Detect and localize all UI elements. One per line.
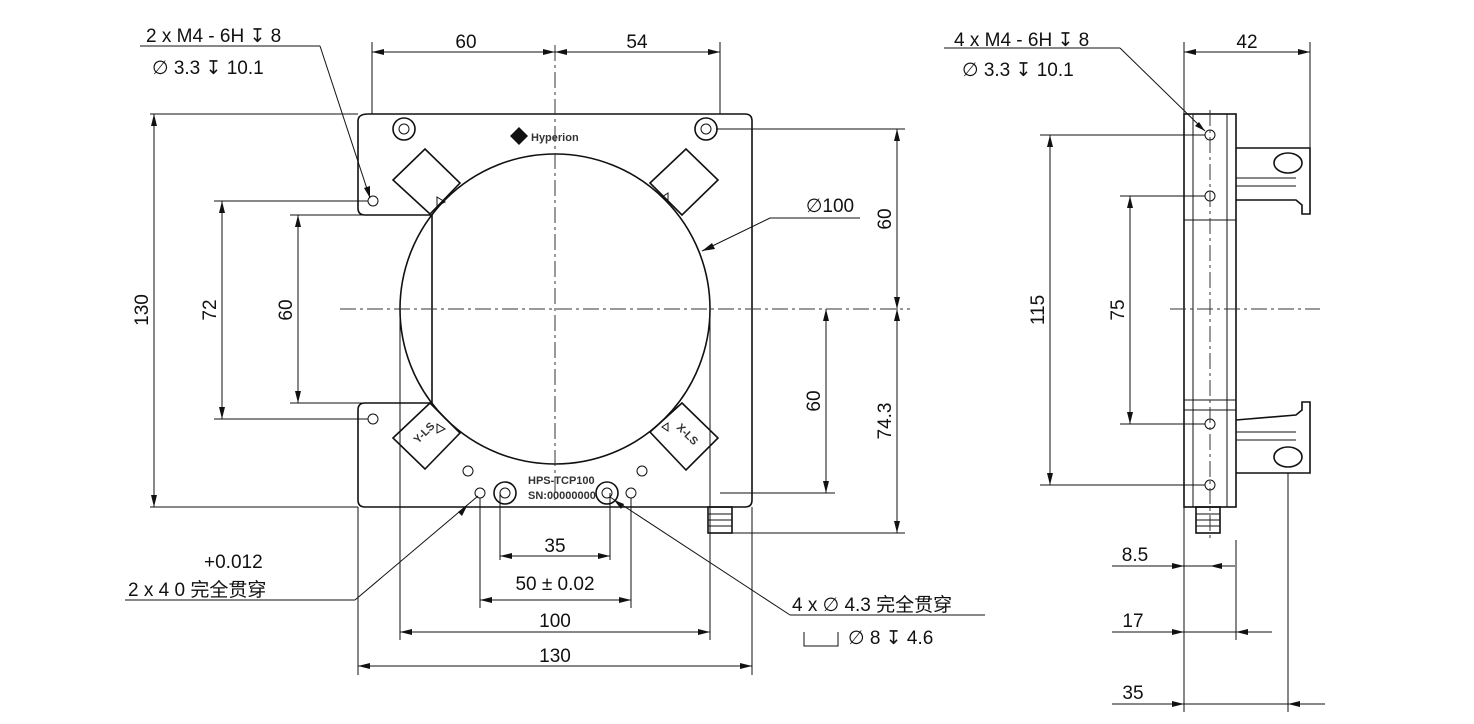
plate-outline: [357, 113, 753, 508]
pin-hole: [462, 465, 474, 477]
dim-right-lower: 60: [804, 390, 825, 411]
side-dimensions: 42 115 75 8.5 17 35 4 x M4 - 6H ↧ 8 ∅ 3.…: [944, 30, 1325, 712]
side-callout-line2: ∅ 3.3 ↧ 10.1: [962, 60, 1074, 81]
pad-top-right: [648, 147, 720, 217]
counterbore-hole: [392, 117, 416, 141]
bottom-left-callout: 2 x 4 0 完全贯穿: [128, 579, 266, 601]
dim-60: 60: [276, 299, 297, 320]
side-dim-115: 115: [1028, 295, 1049, 325]
side-dim-35: 35: [1122, 683, 1143, 704]
dim-100: 100: [539, 611, 571, 632]
side-dim-8-5: 8.5: [1122, 545, 1148, 566]
dim-72: 72: [200, 299, 221, 320]
bracket-lower: [1235, 401, 1311, 474]
slot-hole: [1273, 152, 1303, 174]
tolerance-plus: +0.012: [204, 552, 263, 573]
arrowheads-35: [500, 553, 610, 559]
counterbore-hole: [595, 481, 619, 505]
logo-icon: [510, 127, 528, 145]
dim-35: 35: [544, 536, 565, 557]
model-text: HPS-TCP100: [528, 475, 595, 487]
slot-hole: [1273, 446, 1303, 468]
threaded-hole: [367, 413, 379, 425]
dim-130: 130: [539, 646, 571, 667]
side-view: [1170, 110, 1320, 540]
label-ys: Y-LS: [412, 420, 438, 446]
counterbore-hole: [694, 117, 718, 141]
pad-bottom-left: [391, 401, 462, 471]
pin-hole: [625, 487, 637, 499]
front-view: Y-LS X-LS Hyperion HPS-TCP100 SN:0000000…: [340, 45, 910, 534]
counterbore-hole-inner: [398, 123, 410, 135]
side-callout-line1: 4 x M4 - 6H ↧ 8: [954, 30, 1089, 51]
dim-right-overall: 74.3: [875, 403, 896, 440]
pin-hole: [474, 487, 486, 499]
dim-height: 130: [132, 294, 153, 326]
pad-top-left: [391, 147, 462, 216]
bracket-upper: [1236, 147, 1311, 215]
counterbore-hole-inner: [700, 123, 712, 135]
top-callout-line2: ∅ 3.3 ↧ 10.1: [152, 58, 264, 79]
dim-top-right: 54: [626, 32, 648, 53]
side-dim-42: 42: [1236, 32, 1257, 53]
side-dim-75: 75: [1108, 299, 1129, 320]
pad-bottom-right: [648, 401, 720, 472]
front-dimensions: 60 54 130 72 60 60 74.3 60 35 50 ± 0.02 …: [125, 26, 985, 675]
dim-top-left: 60: [455, 32, 476, 53]
counterbore-hole-inner: [499, 487, 511, 499]
arrowheads-top: [372, 49, 720, 55]
dim-right-upper: 60: [875, 208, 896, 229]
triangle-mark: [661, 422, 669, 432]
triangle-mark: [661, 192, 669, 202]
counterbore-hole: [493, 481, 517, 505]
top-callout-line1: 2 x M4 - 6H ↧ 8: [146, 26, 281, 47]
counterbore-hole-inner: [601, 487, 613, 499]
triangle-mark: [436, 196, 447, 207]
pin-hole: [636, 465, 648, 477]
sn-text: SN:00000000: [528, 490, 596, 502]
counterbore-symbol: [803, 632, 839, 647]
bottom-right-callout-line2: ∅ 8 ↧ 4.6: [848, 628, 933, 649]
bottom-right-callout-line1: 4 x ∅ 4.3 完全贯穿: [792, 594, 952, 616]
side-dim-17: 17: [1122, 611, 1143, 632]
label-xs: X-LS: [674, 422, 700, 448]
dim-50: 50 ± 0.02: [515, 574, 594, 595]
dim-diameter: ∅100: [806, 196, 854, 217]
triangle-mark: [436, 423, 447, 434]
